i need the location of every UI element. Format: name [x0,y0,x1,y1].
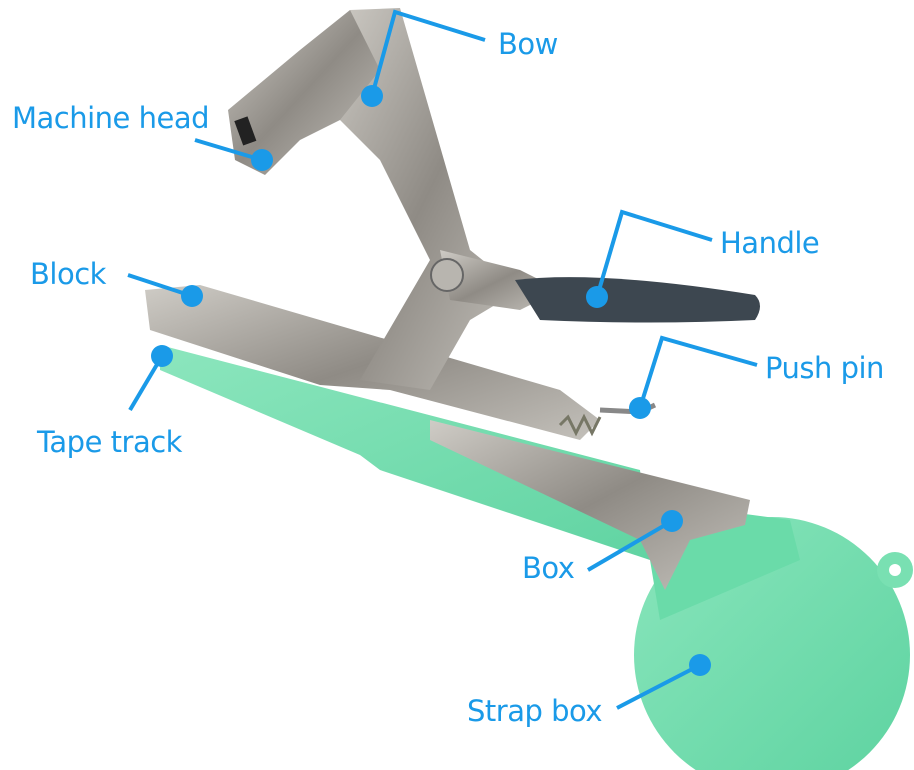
label-handle: Handle [720,226,820,260]
leader-lines [127,9,758,710]
spring [558,413,602,437]
label-bow: Bow [498,27,558,61]
label-block: Block [30,257,106,291]
tape-track-body [160,345,650,560]
box-bracket [430,420,750,590]
label-machine-head: Machine head [12,101,210,135]
label-tape-track: Tape track [37,425,182,459]
label-strap-box: Strap box [467,694,603,728]
label-box: Box [522,551,575,585]
machine-head [228,10,380,175]
handle-grip [515,277,760,323]
pivot-bolt [430,258,464,292]
label-push-pin: Push pin [765,351,884,385]
